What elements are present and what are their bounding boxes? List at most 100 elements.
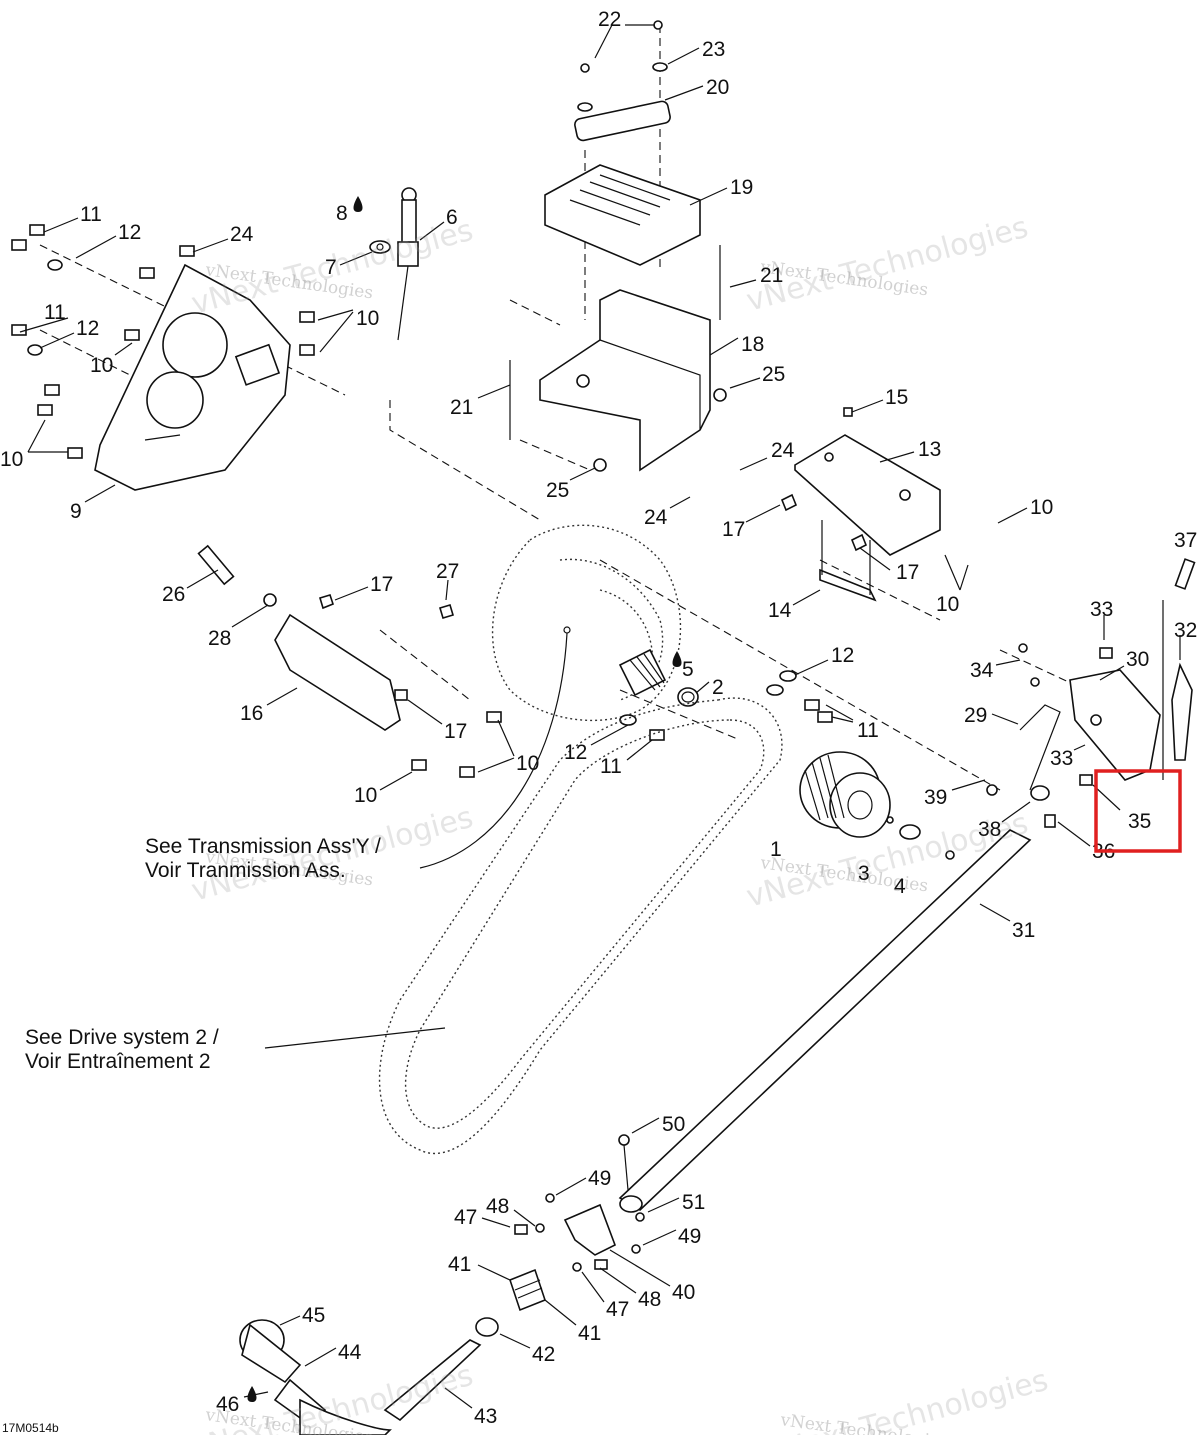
reference-notes: See Transmission Ass'Y /Voir Tranmission…	[25, 835, 381, 1073]
reference-note-line: Voir Entraînement 2	[25, 1050, 211, 1073]
callout-34: 34	[970, 659, 994, 682]
callout-27: 27	[436, 560, 459, 583]
callout-48: 48	[638, 1288, 661, 1311]
callout-48: 48	[486, 1195, 509, 1218]
transmission-housing	[491, 524, 682, 722]
callout-32: 32	[1174, 619, 1197, 642]
mounting-bolts	[11, 224, 315, 459]
callout-24: 24	[771, 439, 795, 462]
callout-12: 12	[76, 317, 99, 340]
callout-11: 11	[80, 203, 102, 226]
reference-note-line: See Drive system 2 /	[25, 1026, 219, 1049]
callout-35: 35	[1128, 810, 1151, 833]
callout-24: 24	[230, 223, 254, 246]
callout-15: 15	[885, 386, 908, 409]
callout-12: 12	[118, 221, 141, 244]
callout-42: 42	[532, 1343, 555, 1366]
callout-24: 24	[644, 506, 668, 529]
callout-21: 21	[450, 396, 473, 419]
dipstick	[369, 187, 419, 341]
callout-11: 11	[44, 301, 66, 324]
callout-50: 50	[662, 1113, 685, 1136]
lubricant-drop-icons	[247, 196, 682, 1402]
callout-47: 47	[606, 1298, 629, 1321]
callout-23: 23	[702, 38, 725, 61]
callout-18: 18	[741, 333, 764, 356]
callout-41: 41	[578, 1322, 601, 1345]
callout-46: 46	[216, 1393, 239, 1416]
callout-2: 2	[712, 676, 724, 699]
callout-28: 28	[208, 627, 231, 650]
callout-33: 33	[1090, 598, 1113, 621]
highlight-box-part-35	[1094, 769, 1182, 853]
callout-10: 10	[516, 752, 539, 775]
callout-17: 17	[444, 720, 467, 743]
callout-17: 17	[896, 561, 919, 584]
leader-lines	[19, 24, 1181, 1409]
drawing-code: 17M0514b	[2, 1421, 59, 1435]
engine-mount-plate	[94, 263, 291, 491]
battery-tray	[544, 20, 701, 266]
reference-note-line: See Transmission Ass'Y /	[145, 835, 381, 858]
callout-13: 13	[918, 438, 941, 461]
shift-rod	[618, 829, 1032, 1213]
drop-icon	[247, 1386, 257, 1402]
callout-26: 26	[162, 583, 185, 606]
callout-8: 8	[336, 202, 348, 225]
callout-10: 10	[356, 307, 379, 330]
callout-1: 1	[770, 838, 782, 861]
callout-41: 41	[448, 1253, 471, 1276]
bearing-washers	[619, 670, 833, 741]
callout-37: 37	[1174, 529, 1197, 552]
callout-47: 47	[454, 1206, 477, 1229]
callout-16: 16	[240, 702, 263, 725]
callout-3: 3	[858, 862, 870, 885]
callout-49: 49	[588, 1167, 611, 1190]
battery-box	[509, 245, 727, 472]
drop-icon	[672, 651, 682, 667]
callout-25: 25	[546, 479, 569, 502]
callout-17: 17	[370, 573, 393, 596]
callout-30: 30	[1126, 648, 1149, 671]
callout-14: 14	[768, 599, 792, 622]
callout-19: 19	[730, 176, 753, 199]
callout-10: 10	[90, 354, 113, 377]
callout-12: 12	[564, 741, 587, 764]
callout-31: 31	[1012, 919, 1035, 942]
callout-45: 45	[302, 1304, 325, 1327]
reference-note-line: Voir Tranmission Ass.	[145, 859, 346, 882]
callout-9: 9	[70, 500, 82, 523]
callout-22: 22	[598, 8, 621, 31]
cover-plate	[197, 544, 502, 778]
drive-pulley	[799, 751, 955, 860]
callout-10: 10	[354, 784, 377, 807]
callout-29: 29	[964, 704, 987, 727]
callout-33: 33	[1050, 747, 1073, 770]
callout-40: 40	[672, 1281, 695, 1304]
callout-12: 12	[831, 644, 854, 667]
callout-10: 10	[1030, 496, 1053, 519]
drop-icon	[353, 196, 363, 212]
callout-44: 44	[338, 1341, 362, 1364]
drive-belt	[378, 697, 783, 1155]
input-shaft	[618, 648, 699, 707]
callout-17: 17	[722, 518, 745, 541]
callout-20: 20	[706, 76, 729, 99]
callout-10: 10	[0, 448, 23, 471]
callout-25: 25	[762, 363, 785, 386]
callout-6: 6	[446, 206, 458, 229]
callout-21: 21	[760, 264, 783, 287]
callout-5: 5	[682, 658, 694, 681]
callout-43: 43	[474, 1405, 497, 1428]
callout-7: 7	[325, 256, 337, 279]
callout-51: 51	[682, 1191, 705, 1214]
support-bracket	[780, 407, 941, 602]
shift-linkage	[986, 558, 1196, 828]
callout-4: 4	[894, 875, 906, 898]
shift-lever-assembly	[239, 1134, 645, 1436]
callout-38: 38	[978, 818, 1001, 841]
callout-49: 49	[678, 1225, 701, 1248]
